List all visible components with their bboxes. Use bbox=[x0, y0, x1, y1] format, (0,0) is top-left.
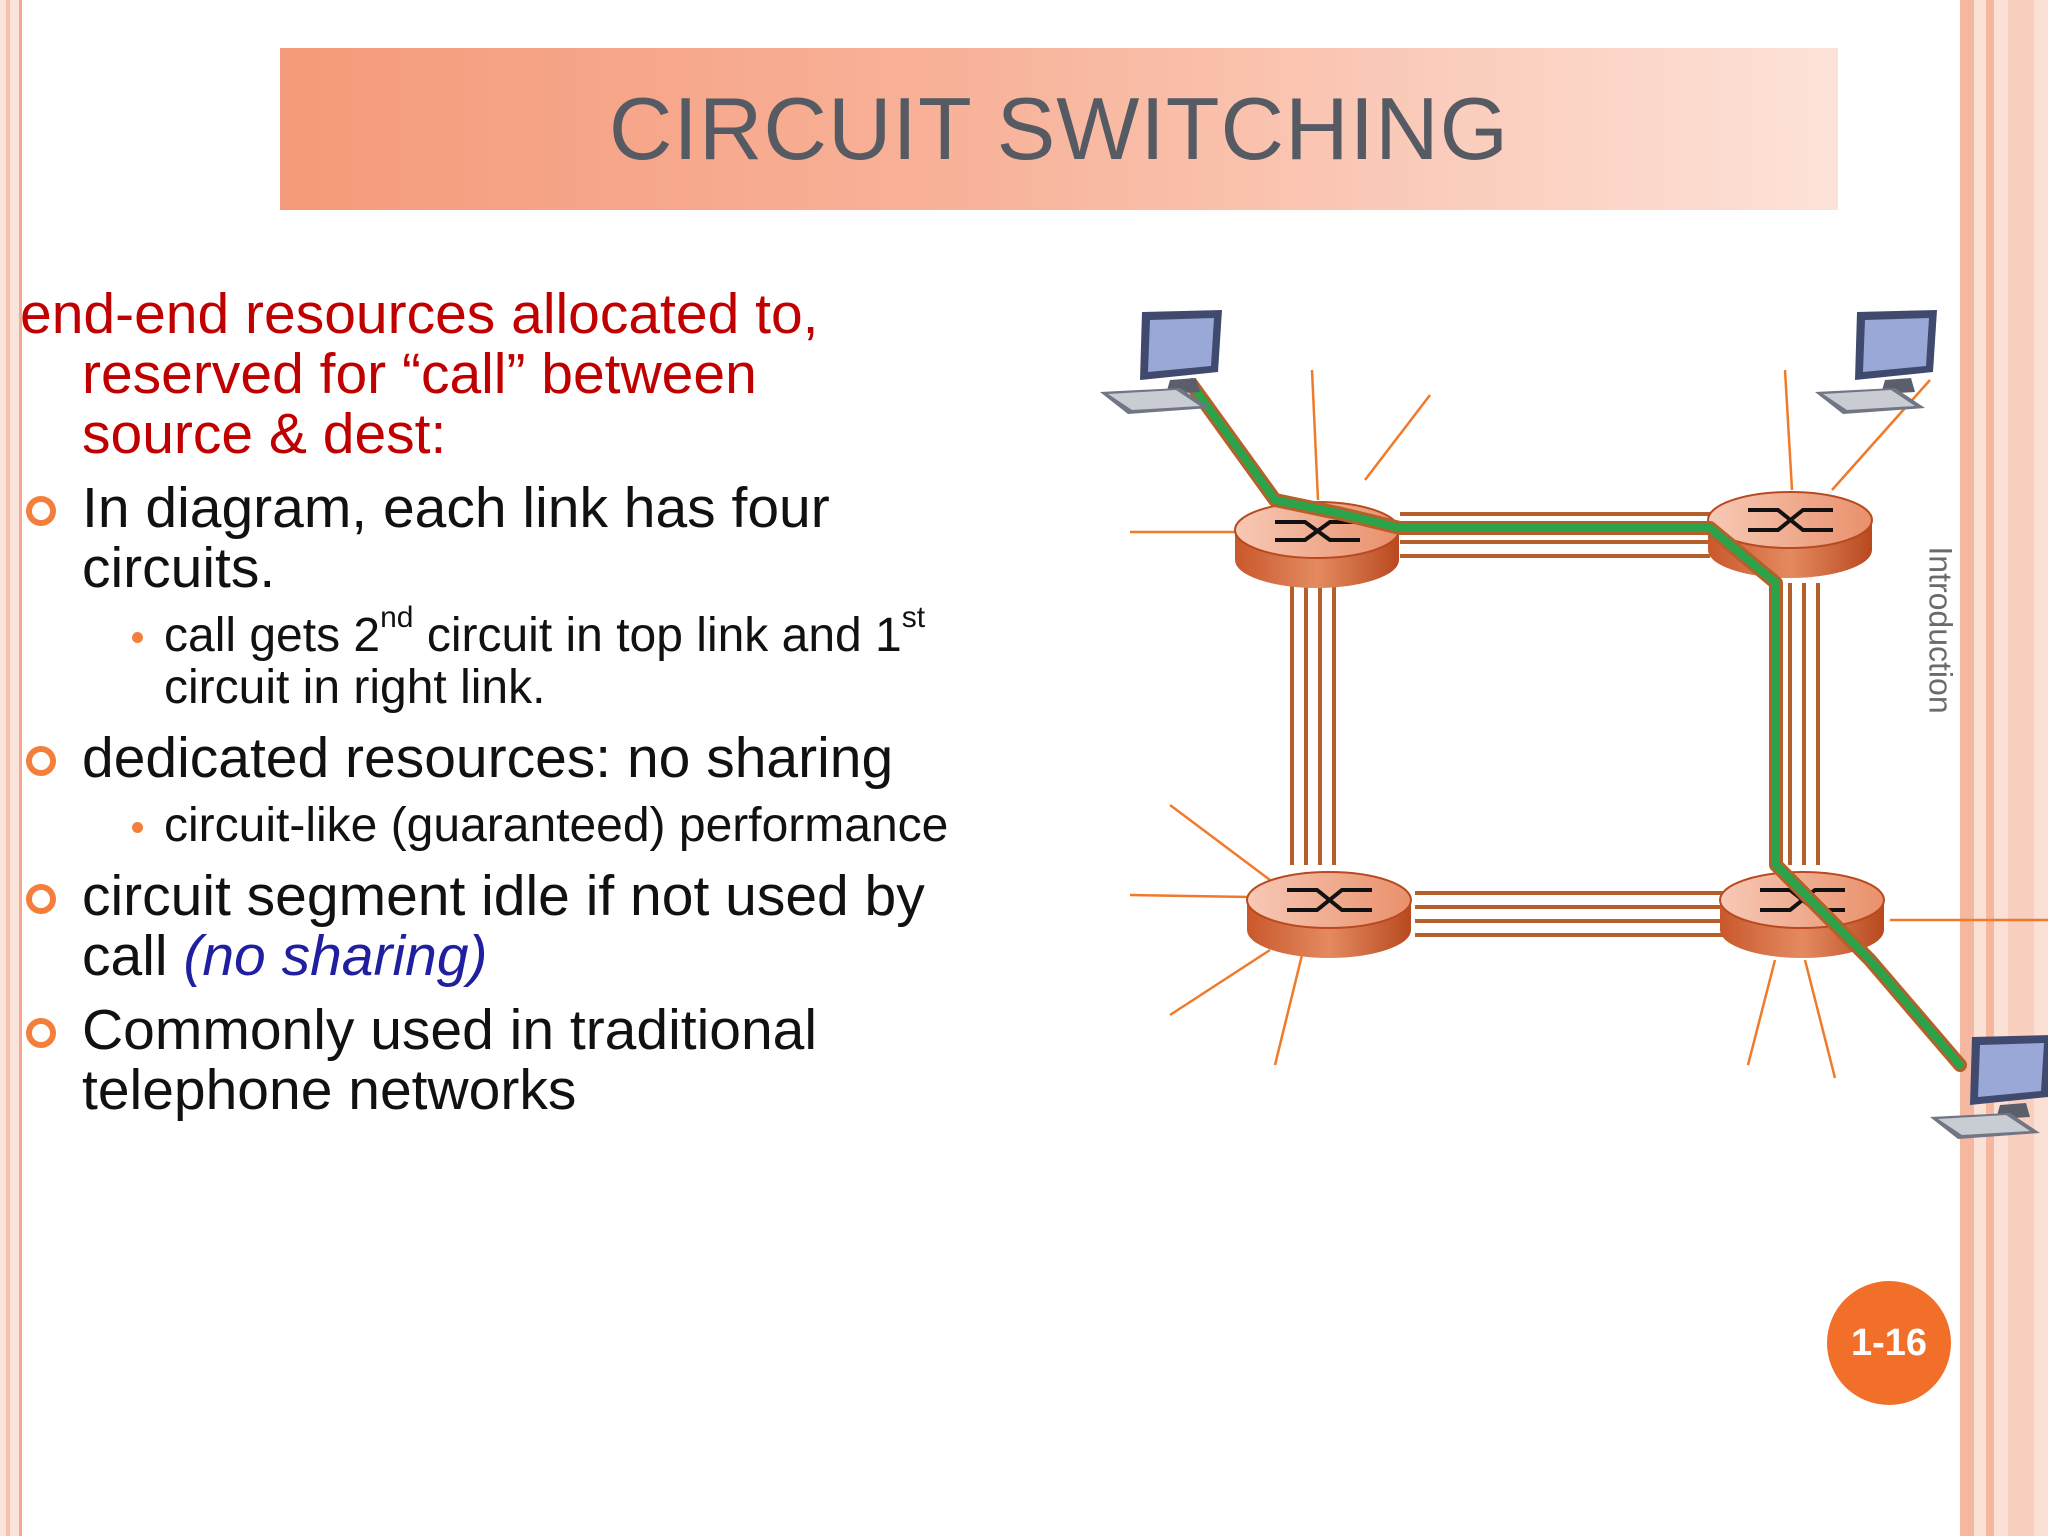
router-icon bbox=[1246, 871, 1412, 958]
left-link-circuits bbox=[1290, 583, 1336, 865]
computer-icon bbox=[1930, 1035, 2048, 1139]
dot-bullet-icon bbox=[132, 632, 143, 643]
left-decorative-rule bbox=[0, 0, 22, 1536]
computer-icon bbox=[1815, 310, 1937, 414]
sub-bullet-item: circuit-like (guaranteed) performance bbox=[20, 800, 1020, 852]
bottom-link-circuits bbox=[1415, 891, 1725, 937]
bullet-text: In diagram, each link has four circuits. bbox=[82, 476, 830, 600]
page-number-badge: 1-16 bbox=[1827, 1281, 1951, 1405]
ring-bullet-icon bbox=[26, 496, 56, 526]
ring-bullet-icon bbox=[26, 746, 56, 776]
bullet-item: circuit segment idle if not used by call… bbox=[20, 866, 1020, 986]
ring-bullet-icon bbox=[26, 884, 56, 914]
slide-title: CIRCUIT SWITCHING bbox=[608, 79, 1510, 178]
sub-bullet-text: circuit-like (guaranteed) performance bbox=[164, 799, 949, 852]
sub-bullet-item: call gets 2nd circuit in top link and 1s… bbox=[20, 601, 1020, 714]
router-icon bbox=[1707, 491, 1873, 578]
right-decorative-frame bbox=[1960, 0, 2048, 1536]
active-call-path bbox=[1185, 378, 1967, 1072]
slide-body: end-end resources allocated to, reserved… bbox=[20, 284, 1020, 1120]
lead-text: end-end resources allocated to, reserved… bbox=[20, 284, 1020, 464]
title-band bbox=[280, 48, 1838, 210]
dot-bullet-icon bbox=[132, 822, 143, 833]
emphasis-text: (no sharing) bbox=[183, 924, 488, 988]
bullet-item: Commonly used in traditional telephone n… bbox=[20, 1000, 1020, 1120]
bullet-text: circuit segment idle if not used by call… bbox=[82, 864, 925, 988]
frame-bar bbox=[2008, 0, 2034, 1536]
frame-bar bbox=[1986, 0, 1994, 1536]
frame-bar bbox=[1960, 0, 1974, 1536]
sub-bullet-text: call gets 2nd circuit in top link and 1s… bbox=[164, 601, 926, 714]
lead-line: end-end resources allocated to, bbox=[20, 282, 819, 346]
bullet-text: dedicated resources: no sharing bbox=[82, 726, 894, 790]
bullet-text: Commonly used in traditional telephone n… bbox=[82, 998, 818, 1122]
bullet-item: dedicated resources: no sharing bbox=[20, 728, 1020, 788]
circuit-network-diagram bbox=[1100, 310, 2048, 1139]
access-link-stubs bbox=[1129, 369, 2048, 1079]
bullet-item: In diagram, each link has four circuits. bbox=[20, 478, 1020, 598]
lead-line: reserved for “call” between bbox=[82, 342, 757, 406]
computer-icon bbox=[1100, 310, 1222, 414]
lead-line: source & dest: bbox=[82, 402, 447, 466]
ring-bullet-icon bbox=[26, 1018, 56, 1048]
